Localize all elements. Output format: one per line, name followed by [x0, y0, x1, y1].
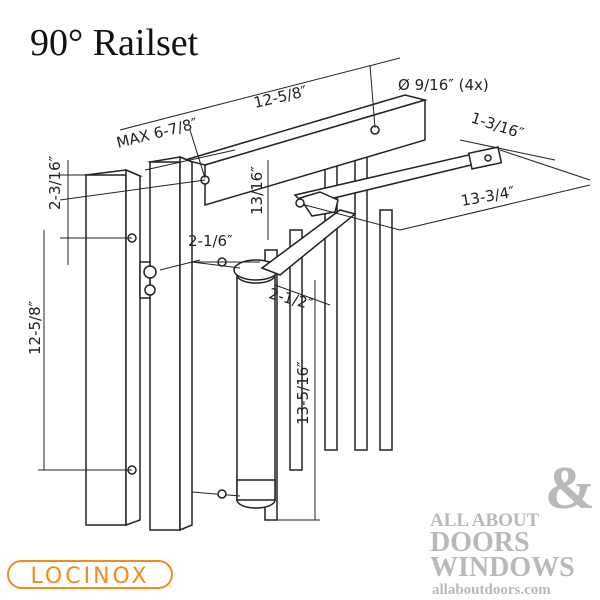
dimension-lines	[38, 57, 591, 521]
top-rail	[182, 94, 428, 207]
dim-post-top-offset: 2-3/16″	[46, 155, 64, 210]
watermark-ampersand: &	[545, 455, 595, 521]
dim-closer-length: 13-5/16″	[294, 361, 312, 425]
dim-rail-length: 12-5/8″	[252, 82, 309, 112]
dim-arm-length: 13-3/4″	[460, 183, 517, 210]
watermark-line1: ALL ABOUT	[430, 510, 540, 531]
watermark-line2: DOORS	[430, 527, 530, 558]
post-right	[139, 155, 195, 532]
closer-arm	[260, 146, 503, 276]
watermark-line3: WINDOWS	[430, 552, 575, 583]
post-left	[83, 168, 143, 527]
locinox-logo: LOCINOX	[7, 560, 173, 589]
dim-bracket-spacing: 2-1/6″	[188, 232, 233, 250]
diagram-title: 90° Railset	[30, 22, 199, 64]
dim-post-hole-spacing: 12-5/8″	[26, 300, 44, 355]
gate-closer	[191, 257, 279, 509]
dim-max-offset: MAX 6-7/8″	[115, 114, 200, 152]
allaboutdoors-watermark: & ALL ABOUT DOORS WINDOWS allaboutdoors.…	[430, 455, 595, 598]
dim-bracket-offset: 13/16″	[248, 166, 266, 215]
locinox-logo-text: LOCINOX	[30, 564, 149, 589]
watermark-url: allaboutdoors.com	[432, 582, 551, 598]
dim-arm-offset: 1-3/16″	[469, 109, 527, 143]
dim-hole-diameter: Ø 9/16″ (4x)	[398, 76, 489, 94]
